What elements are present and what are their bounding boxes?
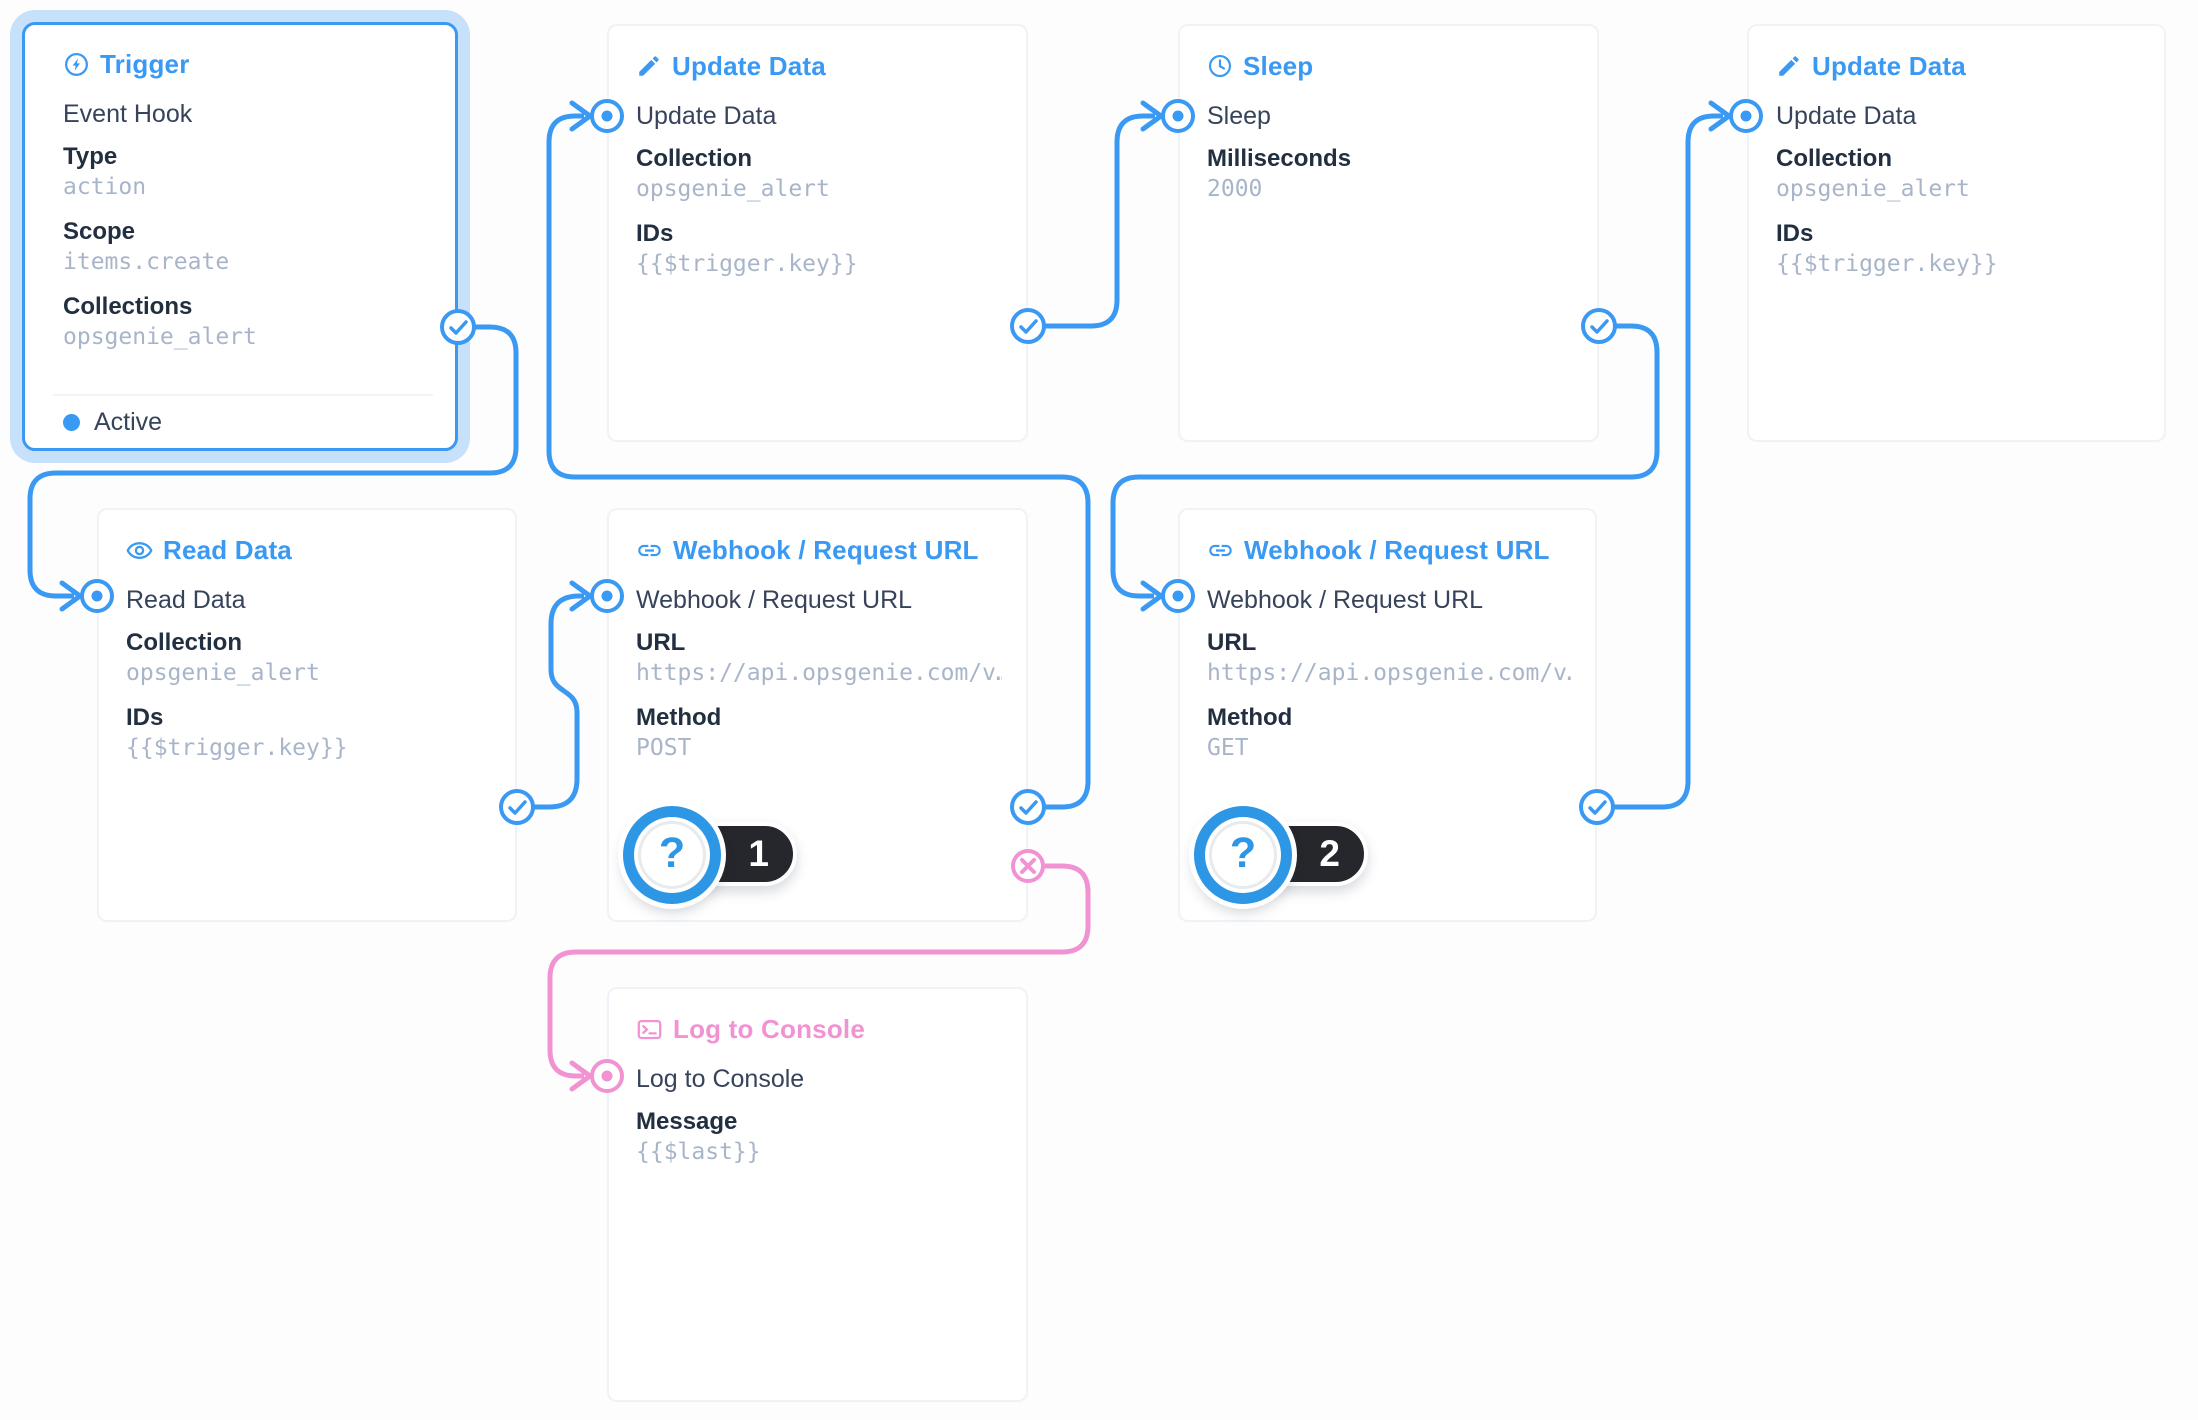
node-title-row: Update Data [1776,50,2140,82]
node-title-row: Read Data [126,534,491,566]
field-value: opsgenie_alert [126,660,320,686]
node-title-row: Update Data [636,50,1002,82]
node-webhook-2[interactable]: Webhook / Request URL Webhook / Request … [1178,508,1597,922]
node-log-to-console[interactable]: Log to Console Log to Console Message {{… [607,987,1028,1402]
field-label: Collections [63,293,193,320]
node-title: Update Data [672,50,826,81]
edge-webhook2-to-update2 [1597,113,1723,810]
field-value: action [63,174,147,200]
field-label: Message [636,1108,738,1135]
node-name: Webhook / Request URL [636,586,913,614]
node-trigger[interactable]: Trigger Event Hook Type action Scope ite… [22,22,458,451]
bolt-circle-icon [65,52,88,76]
node-name: Update Data [1776,102,1917,130]
field-label: IDs [636,220,674,247]
field-label: Method [1207,704,1293,731]
node-update-data-1[interactable]: Update Data Update Data Collection opsge… [607,24,1028,442]
field-label: Scope [63,218,136,245]
status-badge: Active [94,407,163,436]
active-status-dot [63,413,80,431]
link-icon [1209,544,1232,556]
node-title-row: Sleep [1207,50,1573,82]
arrowhead-icon [1708,100,1732,132]
run-count: 1 [748,833,769,874]
status-row: Active [63,396,431,448]
edge-update1-to-sleep [1028,113,1155,329]
node-read-data[interactable]: Read Data Read Data Collection opsgenie_… [97,508,517,922]
node-webhook-1[interactable]: Webhook / Request URL Webhook / Request … [607,508,1028,922]
node-title-row: Log to Console [636,1013,1002,1045]
node-name: Sleep [1207,102,1271,130]
pencil-icon [1779,56,1799,76]
field-label: Milliseconds [1207,145,1352,172]
run-count-pill: 1 [649,822,797,886]
node-name: Webhook / Request URL [1207,586,1484,614]
terminal-icon [637,1019,662,1039]
arrowhead-icon [1140,100,1164,132]
field-value: 2000 [1207,176,1263,202]
arrowhead-icon [59,580,83,612]
node-update-data-2[interactable]: Update Data Update Data Collection opsge… [1747,24,2166,442]
node-name: Update Data [636,102,777,130]
node-name: Log to Console [636,1065,805,1093]
edge-read-to-webhook1 [517,593,584,810]
node-title: Read Data [163,534,292,565]
question-mark-icon: ? [1194,806,1292,904]
node-name: Read Data [126,586,246,614]
field-value: {{$last}} [636,1139,761,1165]
node-title: Trigger [100,48,190,79]
clock-icon [1208,54,1232,78]
field-value: items.create [63,249,230,275]
field-label: IDs [126,704,164,731]
field-label: URL [1207,629,1257,656]
field-value: POST [636,735,692,761]
field-label: Collection [636,145,753,172]
node-name: Event Hook [63,100,193,128]
field-value: opsgenie_alert [636,176,830,202]
node-title-row: Webhook / Request URL [1207,534,1571,566]
field-value: https://api.opsgenie.com/v… [1207,660,1571,686]
node-title: Webhook / Request URL [673,534,979,565]
field-value: GET [1207,735,1249,761]
node-sleep[interactable]: Sleep Sleep Milliseconds 2000 [1178,24,1599,442]
field-value: https://api.opsgenie.com/v… [636,660,1002,686]
arrowhead-icon [569,1060,593,1092]
field-value: {{$trigger.key}} [126,735,348,761]
field-value: {{$trigger.key}} [1776,251,1998,277]
node-title: Webhook / Request URL [1244,534,1550,565]
field-label: URL [636,629,686,656]
node-title: Update Data [1812,50,1966,81]
node-title: Sleep [1243,50,1314,81]
pencil-icon [639,56,659,76]
field-value: opsgenie_alert [63,324,257,350]
node-title-row: Trigger [63,48,431,80]
arrowhead-icon [569,100,593,132]
field-label: Type [63,143,118,170]
link-icon [638,544,661,556]
node-title-row: Webhook / Request URL [636,534,1002,566]
field-value: {{$trigger.key}} [636,251,858,277]
field-label: Collection [126,629,243,656]
field-label: IDs [1776,220,1814,247]
arrowhead-icon [569,580,593,612]
field-value: opsgenie_alert [1776,176,1970,202]
field-label: Collection [1776,145,1893,172]
run-count-pill: 2 [1220,822,1368,886]
run-count: 2 [1319,833,1340,874]
eye-icon [126,541,153,559]
question-mark-icon: ? [623,806,721,904]
arrowhead-icon [1140,580,1164,612]
node-title: Log to Console [673,1013,865,1044]
field-label: Method [636,704,722,731]
